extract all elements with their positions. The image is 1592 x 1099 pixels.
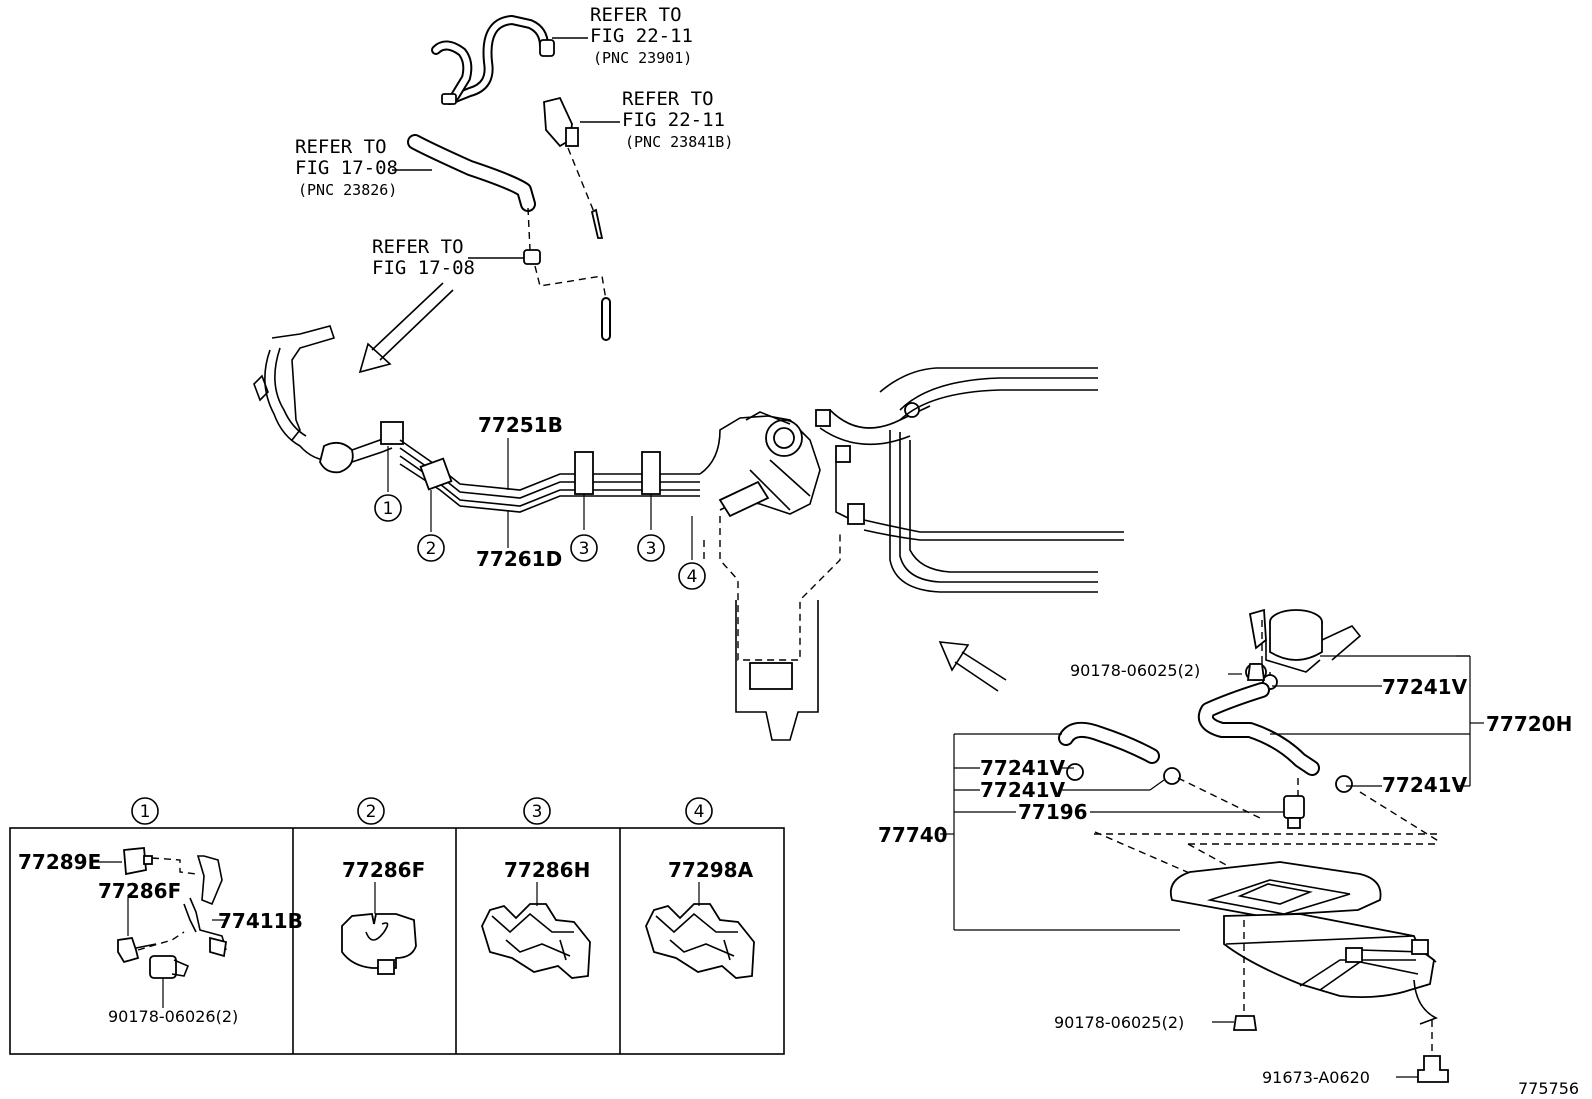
part-number-77241V-b: 77241V: [1382, 773, 1468, 797]
svg-text:REFER TO: REFER TO: [372, 236, 464, 258]
part-number-77740: 77740: [878, 823, 948, 847]
part-number-77196: 77196: [1018, 800, 1088, 824]
svg-text:1: 1: [383, 499, 394, 519]
part-number-77251B: 77251B: [478, 413, 563, 437]
callout-circle-2: 2: [417, 534, 445, 562]
ref-callout-fig-17-08: REFER TO FIG 17-08: [372, 236, 525, 279]
sensor-connector-illustration: [543, 96, 604, 239]
svg-text:REFER TO: REFER TO: [590, 4, 682, 26]
part-number-77286F-a: 77286F: [98, 879, 181, 903]
illustration-id: 775756: [1518, 1079, 1579, 1098]
svg-text:3: 3: [532, 802, 543, 822]
part-number-77261D: 77261D: [476, 547, 562, 571]
svg-text:2: 2: [426, 539, 437, 559]
svg-text:4: 4: [687, 567, 698, 587]
svg-text:3: 3: [579, 539, 590, 559]
svg-text:(PNC 23841B): (PNC 23841B): [625, 133, 733, 151]
detail-header-2: 2: [357, 797, 385, 825]
callout-circle-3a: 3: [570, 534, 598, 562]
svg-text:2: 2: [366, 802, 377, 822]
vapor-line-assembly-illustration: [253, 325, 1124, 741]
detail-4-clamp-illustration: [645, 882, 755, 979]
detail-panel: [9, 827, 785, 1055]
callout-circle-1: 1: [374, 494, 402, 522]
direction-arrow-lower: [938, 641, 1007, 692]
svg-text:3: 3: [646, 539, 657, 559]
part-number-90178-06026: 90178-06026(2): [108, 1007, 238, 1026]
part-number-90178-06025-bottom: 90178-06025(2): [1054, 1013, 1184, 1032]
part-number-77241V-a: 77241V: [1382, 675, 1468, 699]
detail-3-clamp-illustration: [481, 882, 591, 979]
part-number-77289E: 77289E: [18, 850, 101, 874]
svg-text:FIG 22-11: FIG 22-11: [590, 25, 693, 47]
svg-text:REFER TO: REFER TO: [622, 88, 714, 110]
svg-text:(PNC 23826): (PNC 23826): [298, 181, 397, 199]
detail-header-1: 1: [131, 797, 159, 825]
svg-text:1: 1: [140, 802, 151, 822]
svg-text:FIG 17-08: FIG 17-08: [372, 257, 475, 279]
part-number-90178-06025-top: 90178-06025(2): [1070, 661, 1200, 680]
svg-text:FIG 22-11: FIG 22-11: [622, 109, 725, 131]
part-number-91673-A0620: 91673-A0620: [1262, 1068, 1370, 1087]
canister-labels: [940, 655, 1484, 1078]
fuel-tube-illustration: [431, 15, 555, 105]
part-number-77286F-b: 77286F: [342, 858, 425, 882]
detail-2-clamp-illustration: [341, 882, 417, 975]
part-number-77286H: 77286H: [504, 858, 590, 882]
svg-text:FIG 17-08: FIG 17-08: [295, 157, 398, 179]
canister-assembly-illustration: [1058, 608, 1449, 1083]
ventilation-hose-illustration: [407, 134, 611, 341]
detail-1-clamp-illustration: [92, 847, 228, 1008]
part-number-77241V-c: 77241V: [980, 756, 1066, 780]
ref-callout-pnc-23826: REFER TO FIG 17-08 (PNC 23826): [295, 136, 432, 199]
detail-header-4: 4: [685, 797, 713, 825]
part-number-77241V-d: 77241V: [980, 778, 1066, 802]
part-number-77411B: 77411B: [218, 909, 303, 933]
ref-callout-pnc-23841b: REFER TO FIG 22-11 (PNC 23841B): [580, 88, 733, 151]
callout-circle-4: 4: [678, 562, 706, 590]
callout-circle-3b: 3: [637, 534, 665, 562]
svg-text:(PNC 23901): (PNC 23901): [593, 49, 692, 67]
svg-text:4: 4: [694, 802, 705, 822]
ref-callout-pnc-23901: REFER TO FIG 22-11 (PNC 23901): [552, 4, 693, 67]
detail-header-3: 3: [523, 797, 551, 825]
part-number-77720H: 77720H: [1486, 712, 1572, 736]
svg-text:REFER TO: REFER TO: [295, 136, 387, 158]
part-number-77298A: 77298A: [668, 858, 754, 882]
direction-arrow-upper: [358, 282, 454, 374]
